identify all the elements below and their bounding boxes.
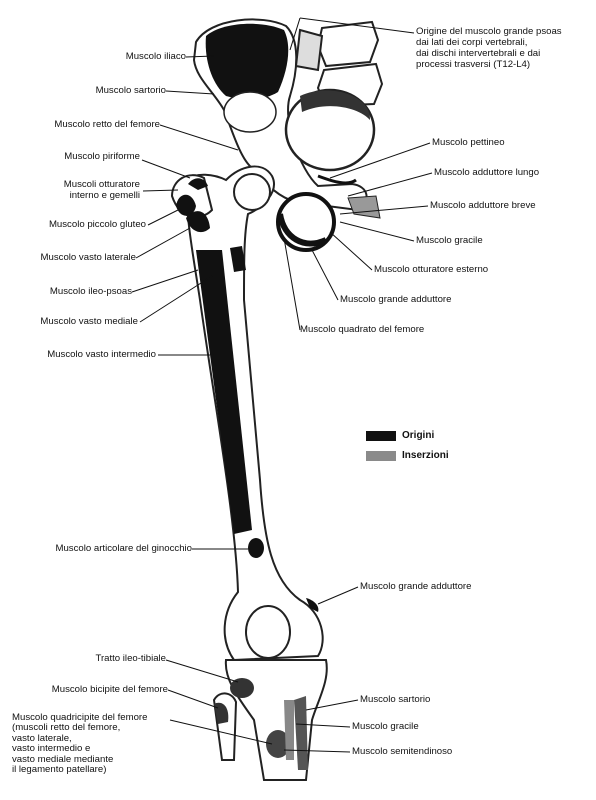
label-muscolo-gracile: Muscolo gracile bbox=[416, 235, 483, 246]
label-origine-grande-psoas: Origine del muscolo grande psoas dai lat… bbox=[416, 26, 562, 70]
label-muscolo-retto-del-femore: Muscolo retto del femore bbox=[54, 119, 160, 130]
label-muscolo-sartorio-tibia: Muscolo sartorio bbox=[360, 694, 431, 705]
label-muscolo-bicipite-femore: Muscolo bicipite del femore bbox=[51, 684, 168, 695]
legend-origini-swatch bbox=[366, 430, 396, 441]
label-muscolo-grande-adduttore: Muscolo grande adduttore bbox=[340, 294, 452, 305]
femur bbox=[170, 165, 324, 662]
label-muscolo-ileo-psoas: Muscolo ileo-psoas bbox=[49, 286, 132, 297]
label-muscolo-adduttore-breve: Muscolo adduttore breve bbox=[430, 200, 536, 211]
legend-inserzioni-swatch bbox=[366, 450, 396, 461]
label-muscolo-piccolo-gluteo: Muscolo piccolo gluteo bbox=[48, 219, 146, 230]
label-muscolo-pettineo: Muscolo pettineo bbox=[432, 137, 505, 148]
label-muscolo-quadrato-femore: Muscolo quadrato del femore bbox=[300, 324, 425, 335]
label-otturatore-interno-gemelli: Muscoli otturatore interno e gemelli bbox=[63, 179, 140, 201]
label-muscolo-otturatore-esterno: Muscolo otturatore esterno bbox=[374, 264, 489, 275]
label-muscolo-adduttore-lungo: Muscolo adduttore lungo bbox=[434, 167, 540, 178]
label-muscolo-semitendinoso: Muscolo semitendinoso bbox=[352, 746, 453, 757]
label-muscolo-grande-adduttore-distale: Muscolo grande adduttore bbox=[360, 581, 472, 592]
label-muscolo-quadricipite-femore: Muscolo quadricipite del femore (muscoli… bbox=[12, 712, 148, 776]
legend-inserzioni-label: Inserzioni bbox=[402, 450, 449, 461]
legend-inserzioni: Inserzioni bbox=[366, 450, 449, 461]
label-muscolo-piriforme: Muscolo piriforme bbox=[64, 151, 140, 162]
label-muscolo-sartorio: Muscolo sartorio bbox=[95, 85, 166, 96]
label-muscolo-vasto-intermedio: Muscolo vasto intermedio bbox=[47, 349, 156, 360]
label-muscolo-iliaco: Muscolo iliaco bbox=[125, 51, 186, 62]
label-muscolo-gracile-tibia: Muscolo gracile bbox=[352, 721, 419, 732]
label-muscolo-vasto-laterale: Muscolo vasto laterale bbox=[40, 252, 136, 263]
legend-origini: Origini bbox=[366, 430, 434, 441]
legend-origini-label: Origini bbox=[402, 430, 435, 441]
label-muscolo-articolare-ginocchio: Muscolo articolare del ginocchio bbox=[55, 543, 192, 554]
leader-lines bbox=[131, 17, 433, 753]
label-tratto-ileo-tibiale: Tratto ileo-tibiale bbox=[95, 653, 166, 664]
tibia-fibula bbox=[212, 659, 328, 781]
label-muscolo-vasto-mediale: Muscolo vasto mediale bbox=[40, 316, 138, 327]
